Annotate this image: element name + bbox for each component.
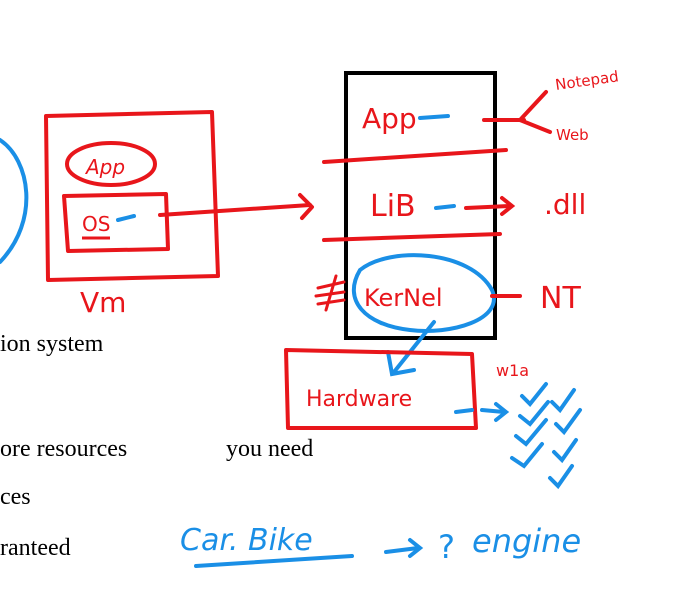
kernel-blue-ellipse (352, 253, 496, 333)
web-label: Web (556, 126, 589, 144)
doc-text-line-2a: ore resources (0, 436, 128, 462)
car-bike-underline (194, 554, 354, 568)
kernel-hatch (314, 274, 346, 312)
os-to-lib-arrowhead (298, 193, 314, 220)
hardware-blue-dash (454, 408, 474, 414)
car-bike-label: Car. Bike (180, 523, 313, 558)
kernel-to-hardware-arrow (392, 320, 436, 374)
notepad-label: Notepad (554, 67, 620, 94)
doc-text-line-1: ion system (0, 331, 104, 357)
vm-os-blue-dash (116, 214, 136, 222)
stack-lib-label: LiB (370, 189, 416, 224)
app-branch-up (518, 90, 548, 122)
engine-arrowhead (408, 538, 424, 558)
stack-divider-2 (322, 232, 502, 242)
hardware-blue-arrowhead (494, 402, 510, 422)
blue-arc-left (0, 138, 29, 264)
question-mark: ? (438, 528, 455, 566)
stack-divider-1 (322, 148, 508, 164)
hardware-box (284, 348, 478, 430)
hardware-blue-arrow (480, 408, 506, 414)
doc-text-line-4: ranteed (0, 535, 71, 561)
vm-os-box (62, 192, 170, 253)
dll-label: .dll (544, 188, 586, 221)
stack-lib-blue-dash (434, 204, 456, 210)
vm-app-label: App (84, 155, 125, 179)
vm-box (44, 110, 220, 282)
vm-label: Vm (80, 286, 126, 319)
nt-label: NT (540, 281, 581, 316)
wla-label: w1a (496, 361, 529, 380)
vm-os-label: OS (82, 212, 110, 236)
os-to-lib-arrow (158, 203, 312, 217)
stack-app-blue-dash (418, 114, 450, 120)
doc-text-line-3: ces (0, 484, 31, 510)
kernel-to-hardware-arrowhead (386, 350, 416, 377)
vm-app-ellipse (65, 141, 157, 187)
engine-arrow (384, 546, 420, 554)
lib-arrowhead (500, 196, 516, 216)
engine-label: engine (472, 522, 581, 560)
app-branch-down (518, 118, 552, 134)
hardware-label: Hardware (306, 387, 412, 412)
doc-text-line-2b: you need (226, 436, 314, 462)
stack-kernel-label: KerNel (364, 284, 443, 312)
checkmarks-group (510, 382, 582, 490)
lib-arrow (464, 204, 512, 210)
stack-app-label: App (362, 102, 417, 135)
